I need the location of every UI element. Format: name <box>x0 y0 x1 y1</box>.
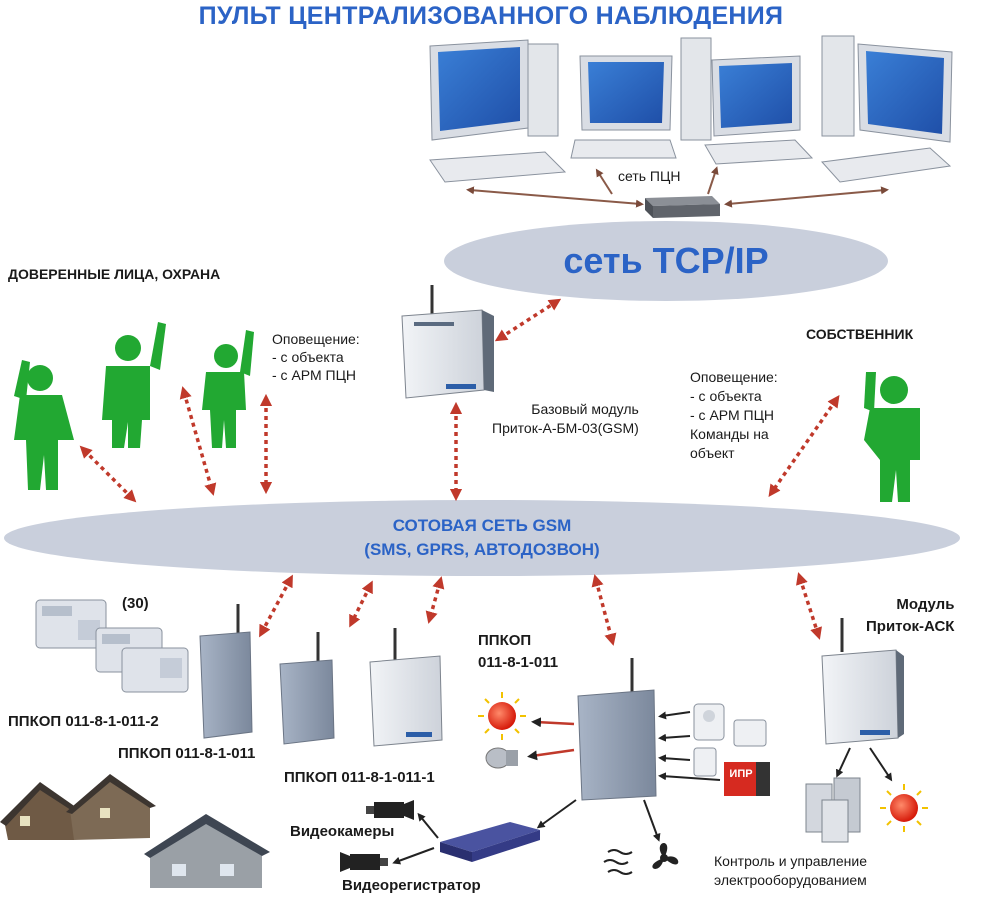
notify-left-line: Оповещение: <box>272 331 360 347</box>
ppkop-2-label: ППКОП 011-8-1-011-2 <box>8 713 159 730</box>
tcpip-ellipse <box>444 221 888 301</box>
computer-4 <box>820 35 953 183</box>
gsm-line-2: (SMS, GPRS, АВТОДОЗВОН) <box>364 540 600 559</box>
module-ask-line: Приток-АСК <box>866 618 955 635</box>
camera-icon-1 <box>366 800 414 820</box>
siren-icon <box>485 747 518 769</box>
fan-icon <box>603 842 679 875</box>
notify-right-line: Команды на <box>690 426 769 442</box>
cameras-label: Видеокамеры <box>290 823 395 840</box>
module-ask-device <box>821 618 904 745</box>
recorder-label: Видеорегистратор <box>342 877 481 894</box>
module-ask-line: Модуль <box>896 596 955 613</box>
person-left-1 <box>14 360 74 490</box>
owner-label: СОБСТВЕННИК <box>806 326 914 342</box>
person-owner <box>864 372 920 502</box>
ppkop-device-2 <box>199 604 253 739</box>
notify-left-line: - с АРМ ПЦН <box>272 367 357 383</box>
computer-2 <box>570 37 712 159</box>
notify-left-block: Оповещение: - с объекта - с АРМ ПЦН <box>272 330 360 384</box>
control-line: Контроль и управление <box>714 853 867 869</box>
ppkop-1-label: ППКОП 011-8-1-011-1 <box>284 769 435 786</box>
module-ask-label: Модуль Приток-АСК <box>866 594 954 638</box>
base-module-device <box>401 285 494 399</box>
person-left-3 <box>202 330 254 448</box>
page-title: ПУЛЬТ ЦЕНТРАЛИЗОВАННОГО НАБЛЮДЕНИЯ <box>198 2 784 30</box>
computer-3 <box>704 55 814 165</box>
trusted-persons-label: ДОВЕРЕННЫЕ ЛИЦА, ОХРАНА <box>8 266 221 282</box>
ppkop-device-0 <box>279 632 335 745</box>
control-line: электрооборудованием <box>714 872 867 888</box>
gsm-ellipse <box>4 500 960 576</box>
tcpip-label: сеть TCP/IP <box>563 240 769 281</box>
ppkop-0-label: ППКОП 011-8-1-011 <box>118 745 256 762</box>
base-module-line: Базовый модуль <box>531 401 639 417</box>
ppkop-main-line: ППКОП <box>478 632 532 649</box>
person-left-2 <box>102 322 166 448</box>
lamp-icon <box>478 692 526 740</box>
notify-right-line: - с АРМ ПЦН <box>690 407 775 423</box>
lamp-icon-ask <box>880 784 928 832</box>
keypads <box>35 599 189 693</box>
ppkop-main-device <box>577 658 657 801</box>
gsm-line-1: СОТОВАЯ СЕТЬ GSM <box>392 516 572 535</box>
ipr-label: ИПР <box>729 768 753 780</box>
notify-right-line: объект <box>690 445 735 461</box>
notify-right-block: Оповещение: - с объекта - с АРМ ПЦН Кома… <box>690 368 778 463</box>
base-module-line: Приток-А-БМ-03(GSM) <box>492 420 639 436</box>
network-switch <box>645 196 720 218</box>
notify-left-line: - с объекта <box>272 349 344 365</box>
keypad-count: (30) <box>122 595 149 612</box>
ppkop-device-1 <box>369 628 443 747</box>
notify-right-line: - с объекта <box>690 388 762 404</box>
gsm-links <box>79 298 840 646</box>
gsm-label: СОТОВАЯ СЕТЬ GSM (SMS, GPRS, АВТОДОЗВОН) <box>242 514 722 562</box>
recorder-device <box>440 822 540 862</box>
camera-icon-2 <box>340 852 388 872</box>
control-label: Контроль и управление электрооборудовани… <box>714 852 867 890</box>
servers-icon <box>805 777 861 843</box>
pcn-network-label: сеть ПЦН <box>618 168 681 184</box>
sensor-icons <box>693 703 770 796</box>
ppkop-main-label: ППКОП 011-8-1-011 <box>478 630 558 674</box>
computer-1 <box>429 39 567 183</box>
notify-right-line: Оповещение: <box>690 369 778 385</box>
houses-illustration <box>0 774 270 888</box>
base-module-label: Базовый модуль Приток-А-БМ-03(GSM) <box>492 400 639 438</box>
ppkop-main-line: 011-8-1-011 <box>478 654 559 671</box>
